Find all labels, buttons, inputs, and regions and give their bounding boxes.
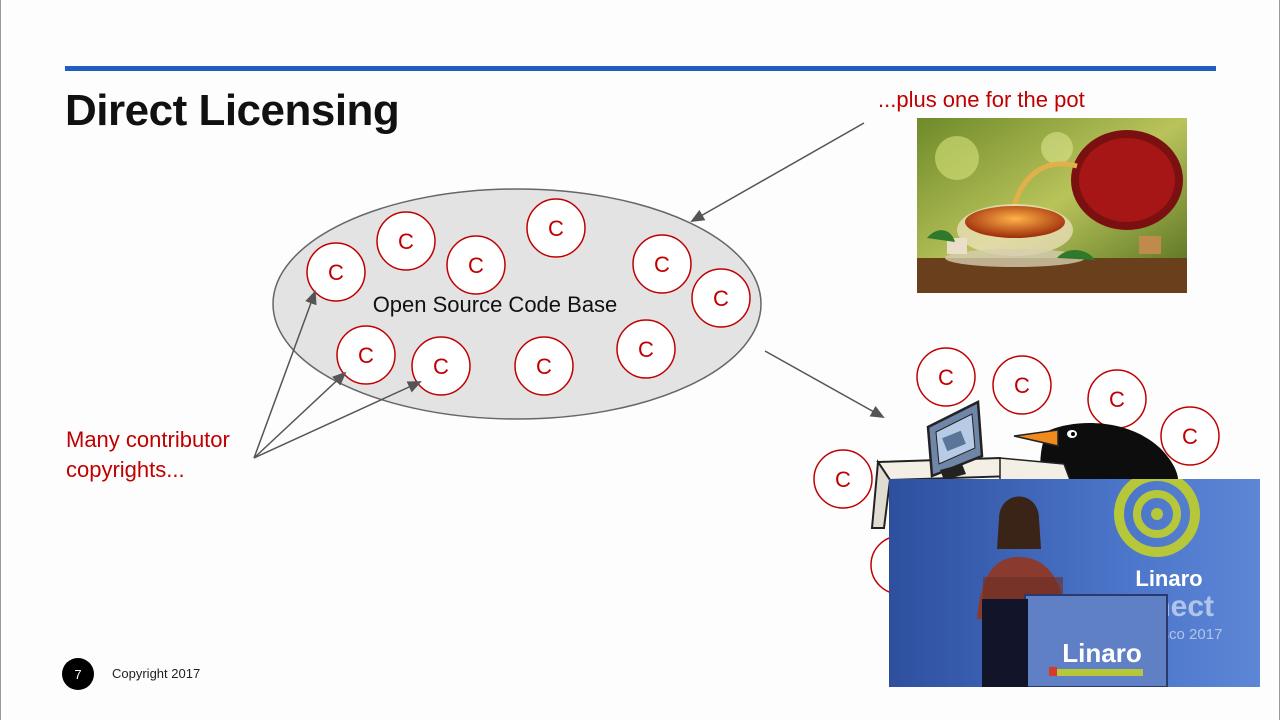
contributors-label-line2: copyrights... — [66, 457, 185, 482]
slide-title: Direct Licensing — [65, 86, 400, 135]
copyright-mark: C — [411, 336, 471, 396]
title-underline — [65, 66, 1216, 71]
copyright-footer: Copyright 2017 — [112, 666, 201, 681]
copyright-mark-label: C — [536, 354, 552, 379]
copyright-mark: C — [526, 198, 586, 258]
event-brand-text: Linaro — [1135, 566, 1202, 591]
teapot-photo — [917, 118, 1187, 293]
copyright-mark: C — [992, 355, 1052, 415]
copyright-mark-label: C — [548, 216, 564, 241]
teapot-image — [917, 118, 1187, 293]
copyright-mark: C — [616, 319, 676, 379]
copyright-mark: C — [306, 242, 366, 302]
copyright-mark: C — [632, 234, 692, 294]
contributor-arrow-3 — [253, 381, 422, 459]
copyright-mark-label: C — [835, 467, 851, 492]
page-number-badge: 7 — [62, 658, 94, 690]
contributor-arrow-1 — [253, 290, 317, 459]
copyright-mark-label: C — [938, 365, 954, 390]
speaker-video-overlay: Linaro connect San Francisco 2017 Linaro — [889, 479, 1260, 687]
copyright-mark: C — [916, 347, 976, 407]
copyright-mark-label: C — [468, 253, 484, 278]
copyright-mark: C — [446, 235, 506, 295]
copyright-mark: C — [336, 325, 396, 385]
copyright-mark-label: C — [1014, 373, 1030, 398]
speaker-video-frame: Linaro connect San Francisco 2017 Linaro — [889, 479, 1260, 687]
copyright-marks-group: C C C C C C C C C C — [306, 198, 751, 396]
pot-arrow — [690, 122, 865, 222]
copyright-mark: C — [813, 449, 873, 509]
copyright-mark: C — [1160, 406, 1220, 466]
distribution-arrow — [764, 350, 885, 418]
podium-brand-text: Linaro — [1062, 638, 1141, 668]
computer-illustration — [870, 400, 1018, 529]
penguin-illustration — [999, 423, 1178, 481]
copyright-mark: C — [376, 211, 436, 271]
code-base-label: Open Source Code Base — [373, 292, 618, 317]
copyright-mark: C — [1087, 369, 1147, 429]
copyright-mark-label: C — [328, 260, 344, 285]
pot-label: ...plus one for the pot — [878, 87, 1085, 112]
copyright-mark-label: C — [358, 343, 374, 368]
copyright-mark: C — [514, 336, 574, 396]
contributors-label-line1: Many contributor — [66, 427, 230, 452]
copyright-mark-label: C — [1182, 424, 1198, 449]
copyright-mark-label: C — [1109, 387, 1125, 412]
copyright-mark-label: C — [654, 252, 670, 277]
contributors-label: Many contributor copyrights... — [66, 425, 230, 485]
copyright-mark-label: C — [713, 286, 729, 311]
copyright-mark-label: C — [638, 337, 654, 362]
copyright-mark-label: C — [398, 229, 414, 254]
copyright-mark-label: C — [433, 354, 449, 379]
contributor-arrow-2 — [253, 371, 347, 459]
copyright-mark: C — [691, 268, 751, 328]
